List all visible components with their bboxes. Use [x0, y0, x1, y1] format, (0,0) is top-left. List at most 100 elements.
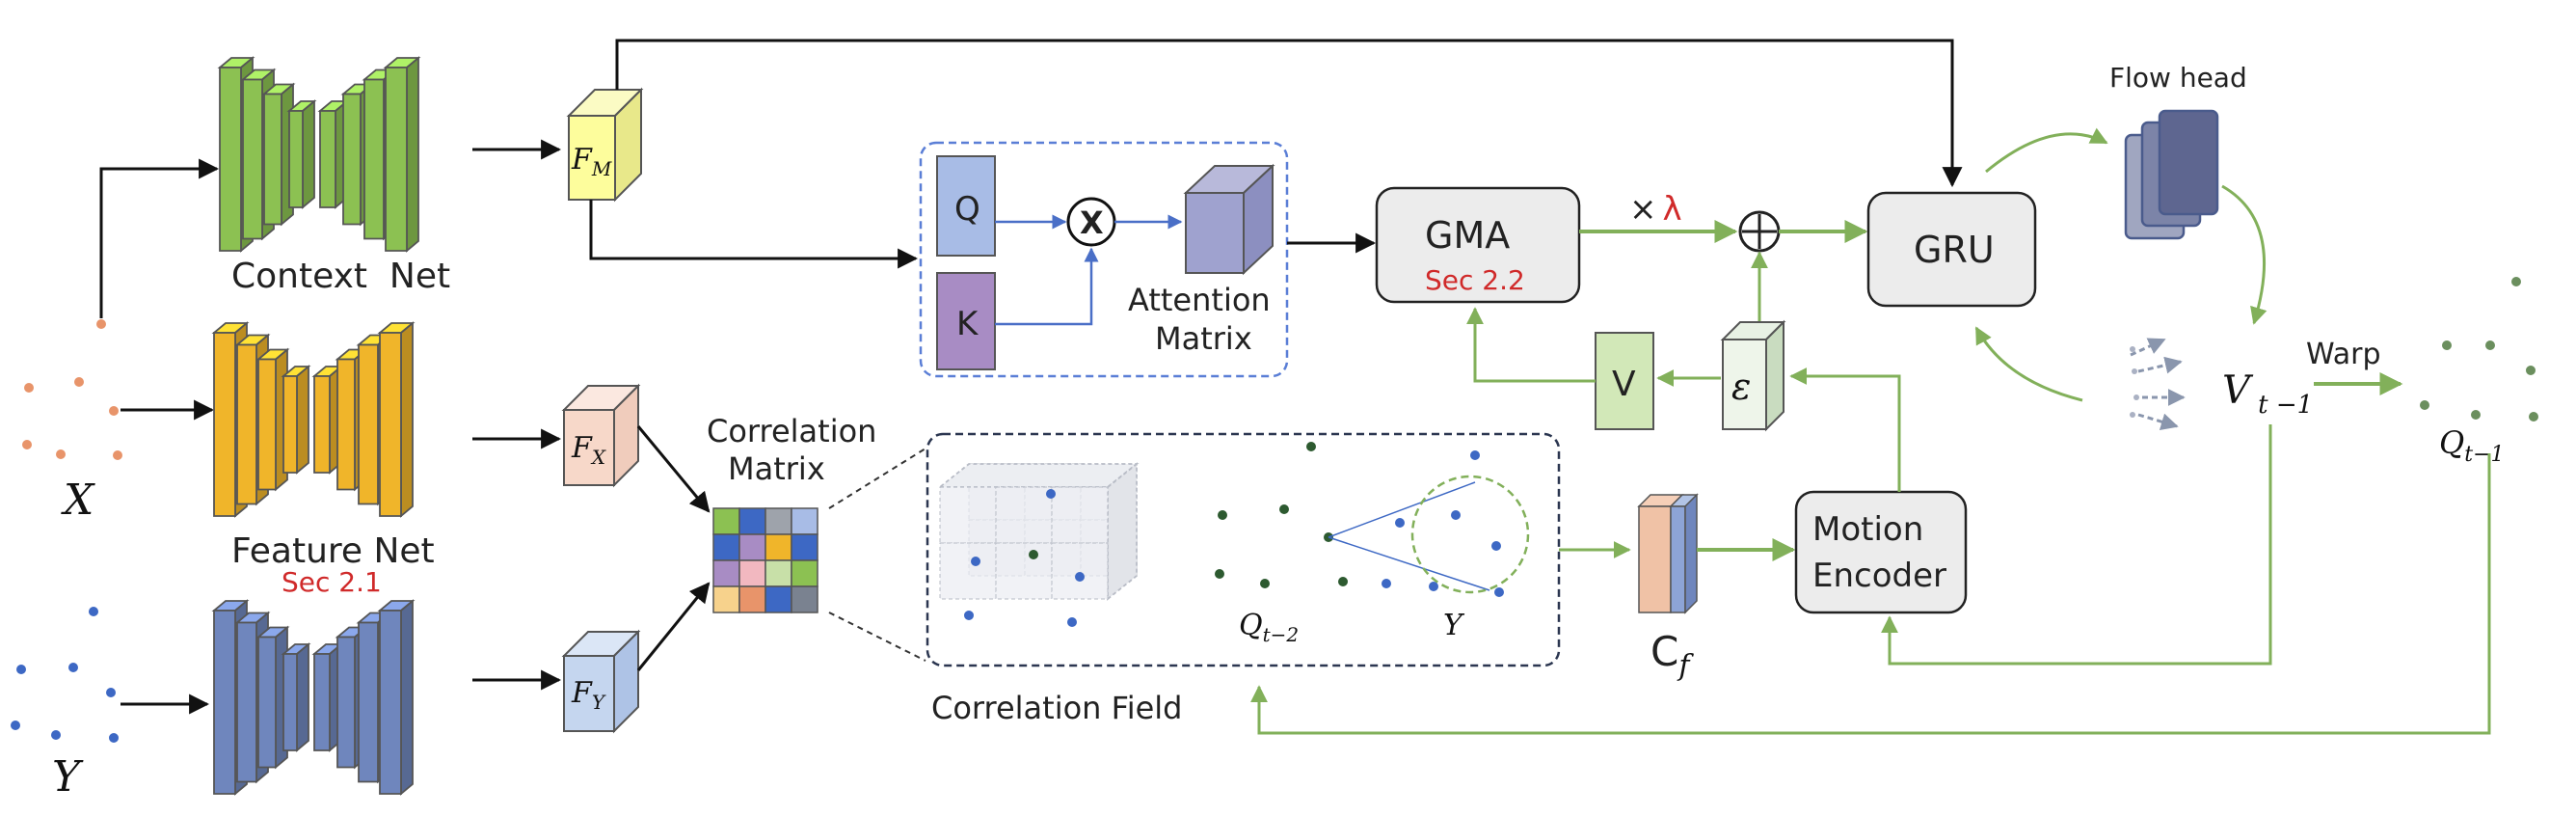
volume-face [995, 486, 1053, 544]
correlation-cell [712, 507, 740, 535]
net-layer-front [358, 621, 379, 783]
epsilon-label: ε [1731, 366, 1751, 408]
net-layer-front [213, 332, 236, 517]
net-layer-side [296, 642, 309, 752]
v-prev-label: V t −1 [2222, 368, 2313, 420]
correlation-cell [738, 559, 766, 587]
field-y-label: Y [1443, 609, 1465, 642]
correlation-cell [738, 585, 766, 613]
gma-section: Sec 2.2 [1425, 264, 1525, 296]
gma-title: GMA [1425, 214, 1510, 257]
search-cone-bottom [1328, 536, 1490, 591]
net-layer-front [282, 375, 298, 474]
gru-to-flowhead-arrow [1985, 127, 2108, 174]
gma-module [1375, 186, 1581, 304]
v-block-label: V [1612, 365, 1636, 404]
flow-head-stack [2124, 109, 2219, 240]
input-y-points [11, 607, 119, 743]
volume-face [995, 542, 1053, 600]
q-tminus2-label: Qt−2 [1239, 609, 1299, 646]
correlation-cell [791, 533, 818, 561]
input-y-label: Y [52, 752, 84, 802]
correlation-cell [765, 533, 792, 561]
warp-label: Warp [2306, 338, 2381, 371]
volume-point [964, 611, 974, 620]
key-block [936, 272, 996, 370]
net-layer-front [313, 375, 331, 474]
q-to-field-feedback-arrow [1250, 453, 2491, 735]
net-layer-side [400, 599, 414, 796]
projection-line-top [828, 448, 926, 509]
gru-label: GRU [1914, 229, 1995, 271]
correlation-cell [712, 585, 740, 613]
net-layer-front [336, 358, 356, 491]
flow-vectors-icon [2130, 338, 2186, 430]
attention-matrix-cube [1183, 163, 1275, 276]
feature-net-label: Feature Net [231, 531, 435, 571]
correlation-field-frame [926, 432, 1561, 667]
multiply-symbol: X [1080, 204, 1104, 241]
net-layer-side [406, 56, 419, 253]
correlation-cell [712, 533, 740, 561]
search-cone-top [1328, 481, 1476, 538]
input-x-label: X [61, 476, 95, 525]
attention-block-frame [919, 141, 1289, 378]
cf-label: Cf [1650, 628, 1694, 683]
correlation-cell [738, 533, 766, 561]
feature-fm-cube [566, 87, 644, 203]
motion-to-epsilon-arrow [1789, 367, 1901, 492]
net-layer-front [319, 110, 336, 208]
net-layer-front [257, 636, 277, 769]
correlation-cell [712, 559, 740, 587]
correlation-cell [791, 559, 818, 587]
correlation-cell [765, 559, 792, 587]
query-label: Q [954, 190, 980, 229]
net-layer-front [263, 93, 282, 226]
fm-to-attention-arrow [589, 200, 919, 269]
flow-vector-origins [2130, 346, 2139, 418]
feature-net-section: Sec 2.1 [282, 566, 382, 598]
net-layer-front [358, 343, 379, 505]
cf-feature-stack [1637, 493, 1699, 614]
fx-to-corr-arrow [636, 425, 711, 513]
correlation-cell [765, 585, 792, 613]
fx-label: FX [571, 431, 606, 469]
warped-points [2420, 277, 2538, 422]
feature-fx-cube [561, 383, 641, 488]
context-net-layers [217, 56, 421, 253]
fy-label: FY [571, 676, 606, 714]
gru-module [1866, 191, 2037, 308]
v-to-motion-feedback-arrow [1881, 424, 2272, 666]
correlation-matrix-label-2: Matrix [728, 450, 825, 487]
volume-face [939, 542, 997, 600]
net-layer-front [257, 358, 277, 491]
correlation-cell [791, 585, 818, 613]
lambda-scale: ×λ [1629, 190, 1682, 229]
input-x-points [22, 319, 122, 460]
net-layer-front [363, 78, 385, 240]
attention-matrix-label-2: Matrix [1155, 320, 1252, 357]
net-layer-front [379, 332, 402, 517]
net-layer-side [296, 365, 309, 475]
net-layer-front [236, 343, 257, 505]
volume-point [1029, 550, 1038, 559]
correlation-cell [791, 507, 818, 535]
net-layer-front [236, 621, 257, 783]
feature-fy-cube [561, 629, 641, 734]
volume-point [1075, 572, 1085, 582]
v-to-gru-arrow [1974, 326, 2083, 402]
epsilon-block [1720, 319, 1786, 432]
q-prev-label: Qt−1 [2439, 424, 2505, 467]
motion-encoder-module [1794, 490, 1968, 614]
motion-encoder-label-1: Motion [1812, 510, 1923, 549]
fm-label: FM [571, 143, 612, 180]
key-label: K [956, 305, 979, 343]
volume-face [1051, 486, 1109, 544]
volume-point [971, 557, 980, 566]
net-layer-side [400, 321, 414, 518]
correlation-matrix-grid [712, 507, 818, 613]
query-block [936, 155, 996, 257]
net-layer-front [379, 610, 402, 795]
volume-point [1067, 617, 1077, 627]
